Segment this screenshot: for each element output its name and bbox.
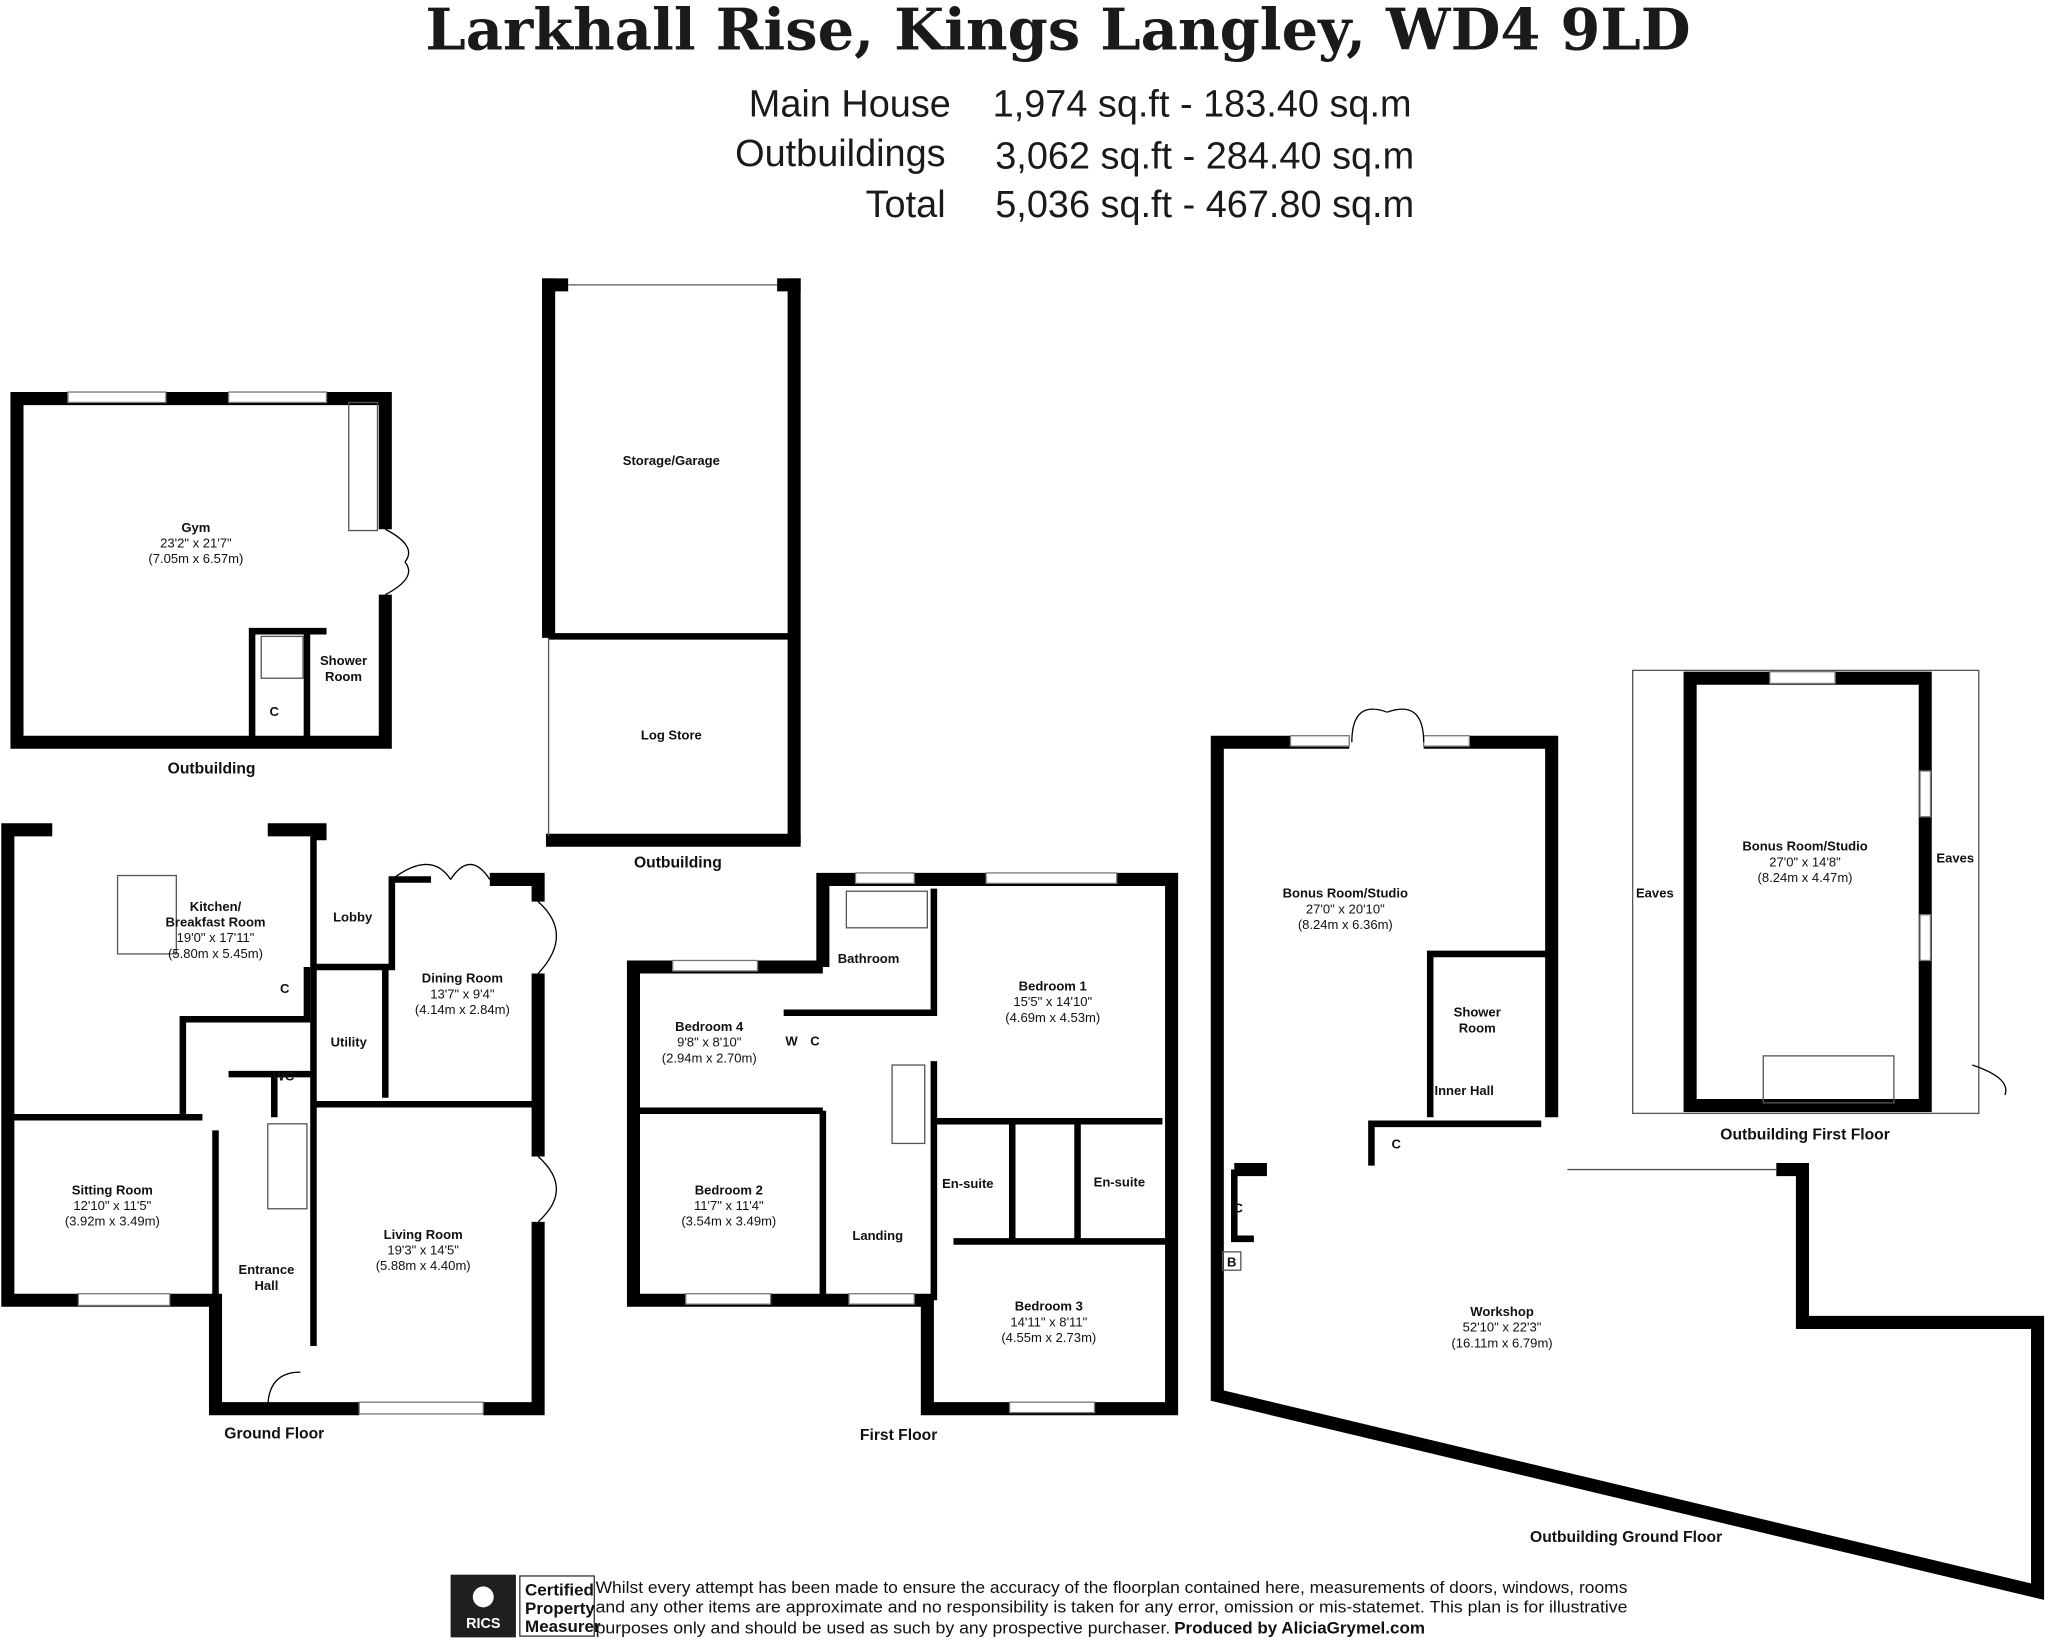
cert-line1: Certified	[525, 1581, 594, 1600]
room-sitting: Sitting Room	[72, 1182, 153, 1197]
room-entrance-hall-line1: Entrance	[239, 1262, 295, 1277]
floor-label-ground: Ground Floor	[224, 1426, 324, 1443]
certified-badge	[519, 1575, 595, 1637]
kitchen-imperial: 19'0" x 17'11"	[177, 930, 255, 945]
bedroom3-imperial: 14'11" x 8'11"	[1010, 1314, 1087, 1329]
boiler-label: B	[1227, 1254, 1236, 1269]
outbuilding-storage-plan: Storage/Garage Log Store Outbuilding	[542, 278, 801, 872]
bonus-first-imperial: 27'0" x 14'8"	[1769, 854, 1841, 869]
outbuilding-first-floor-plan: Bonus Room/Studio 27'0" x 14'8" (8.24m x…	[1631, 669, 2007, 1144]
bedroom2-metric: (3.54m x 3.49m)	[681, 1214, 776, 1229]
room-kitchen-line2: Breakfast Room	[165, 914, 265, 929]
cupboard-label: C	[1233, 1201, 1243, 1216]
area-value-main: 1,974 sq.ft - 183.40 sq.m	[993, 83, 1412, 125]
floor-label-outbuilding-ground: Outbuilding Ground Floor	[1530, 1529, 1722, 1546]
living-metric: (5.88m x 4.40m)	[376, 1258, 471, 1273]
outbuilding-gym-plan: Gym 23'2" x 21'7" (7.05m x 6.57m) Shower…	[10, 391, 410, 778]
room-utility: Utility	[331, 1035, 368, 1050]
room-bedroom-4: Bedroom 4	[675, 1019, 744, 1034]
area-value-total: 5,036 sq.ft - 467.80 sq.m	[995, 184, 1414, 226]
ground-floor-plan: Kitchen/ Breakfast Room 19'0" x 17'11" (…	[1, 823, 558, 1443]
kitchen-metric: (5.80m x 5.45m)	[168, 946, 263, 961]
cert-line2: Property	[525, 1599, 595, 1618]
workshop-imperial: 52'10" x 22'3"	[1463, 1320, 1542, 1335]
dining-metric: (4.14m x 2.84m)	[415, 1002, 510, 1017]
room-gym: Gym	[181, 520, 210, 535]
sitting-metric: (3.92m x 3.49m)	[65, 1214, 160, 1229]
room-kitchen-line1: Kitchen/	[190, 899, 242, 914]
cupboard-label: C	[270, 704, 280, 719]
room-living: Living Room	[384, 1227, 463, 1242]
room-bonus-studio-ground: Bonus Room/Studio	[1283, 886, 1408, 901]
disclaimer-line3: purposes only and should be used as such…	[596, 1618, 1171, 1637]
room-bedroom-3: Bedroom 3	[1015, 1299, 1083, 1314]
room-storage-garage: Storage/Garage	[623, 453, 720, 468]
room-shower-line1: Shower	[320, 653, 367, 668]
bedroom1-metric: (4.69m x 4.53m)	[1005, 1010, 1100, 1025]
eaves-left: Eaves	[1636, 886, 1674, 901]
room-shower-line2: Room	[1459, 1020, 1496, 1035]
floor-label-first: First Floor	[860, 1427, 937, 1444]
wardrobe-label: W	[785, 1033, 798, 1048]
area-value-outbuildings: 3,062 sq.ft - 284.40 sq.m	[995, 136, 1414, 178]
area-label-total: Total	[866, 184, 946, 226]
cupboard-label: C	[280, 981, 290, 996]
room-bedroom-1: Bedroom 1	[1019, 979, 1087, 994]
area-summary: Main House 1,974 sq.ft - 183.40 sq.m Out…	[735, 83, 1414, 226]
gym-imperial: 23'2" x 21'7"	[160, 536, 232, 551]
bedroom3-metric: (4.55m x 2.73m)	[1001, 1330, 1096, 1345]
dining-imperial: 13'7" x 9'4"	[430, 986, 495, 1001]
bedroom1-imperial: 15'5" x 14'10"	[1013, 994, 1092, 1009]
cert-line3: Measurer	[525, 1617, 601, 1636]
floor-label-outbuilding-gym: Outbuilding	[168, 761, 256, 778]
eaves-right: Eaves	[1936, 850, 1974, 865]
floor-label-outbuilding-store: Outbuilding	[634, 855, 722, 872]
bedroom4-imperial: 9'8" x 8'10"	[677, 1035, 742, 1050]
area-label-outbuildings: Outbuildings	[735, 133, 946, 175]
page-title: Larkhall Rise, Kings Langley, WD4 9LD	[425, 0, 1690, 64]
room-workshop: Workshop	[1470, 1304, 1534, 1319]
producer-credit: Produced by AliciaGrymel.com	[1174, 1618, 1425, 1637]
room-lobby: Lobby	[333, 909, 373, 924]
bedroom4-metric: (2.94m x 2.70m)	[662, 1050, 757, 1065]
room-ensuite-1: En-suite	[942, 1176, 993, 1191]
first-floor-plan: Bathroom Bedroom 1 15'5" x 14'10" (4.69m…	[626, 872, 1179, 1444]
bedroom2-imperial: 11'7" x 11'4"	[694, 1198, 764, 1213]
lion-icon	[472, 1586, 494, 1608]
bonus-ground-metric: (8.24m x 6.36m)	[1298, 917, 1393, 932]
room-inner-hall: Inner Hall	[1434, 1083, 1493, 1098]
room-log-store: Log Store	[641, 728, 702, 743]
footer: RICS Certified Property Measurer Whilst …	[450, 1574, 1628, 1637]
bonus-first-metric: (8.24m x 4.47m)	[1758, 870, 1853, 885]
room-entrance-hall-line2: Hall	[254, 1278, 278, 1293]
rics-text: RICS	[466, 1616, 501, 1632]
room-landing: Landing	[852, 1228, 903, 1243]
room-wc: WC	[273, 1069, 295, 1084]
gym-metric: (7.05m x 6.57m)	[148, 551, 243, 566]
room-shower-line2: Room	[325, 669, 362, 684]
bonus-ground-imperial: 27'0" x 20'10"	[1306, 901, 1385, 916]
cupboard-label: C	[1392, 1137, 1402, 1152]
disclaimer-line1: Whilst every attempt has been made to en…	[596, 1578, 1628, 1597]
room-bedroom-2: Bedroom 2	[695, 1182, 763, 1197]
floor-label-outbuilding-first: Outbuilding First Floor	[1720, 1127, 1890, 1144]
disclaimer-line2: and any other items are approximate and …	[596, 1598, 1628, 1617]
sitting-imperial: 12'10" x 11'5"	[73, 1198, 151, 1213]
outbuilding-ground-floor-plan: Bonus Room/Studio 27'0" x 20'10" (8.24m …	[1210, 708, 2045, 1600]
area-label-main: Main House	[749, 83, 951, 125]
room-shower-line1: Shower	[1454, 1005, 1501, 1020]
living-imperial: 19'3" x 14'5"	[387, 1242, 459, 1257]
workshop-metric: (16.11m x 6.79m)	[1451, 1335, 1552, 1350]
room-bathroom: Bathroom	[838, 951, 900, 966]
cupboard-label: C	[810, 1033, 820, 1048]
room-dining: Dining Room	[422, 971, 503, 986]
room-ensuite-2: En-suite	[1094, 1175, 1145, 1190]
room-bonus-studio-first: Bonus Room/Studio	[1742, 839, 1867, 854]
